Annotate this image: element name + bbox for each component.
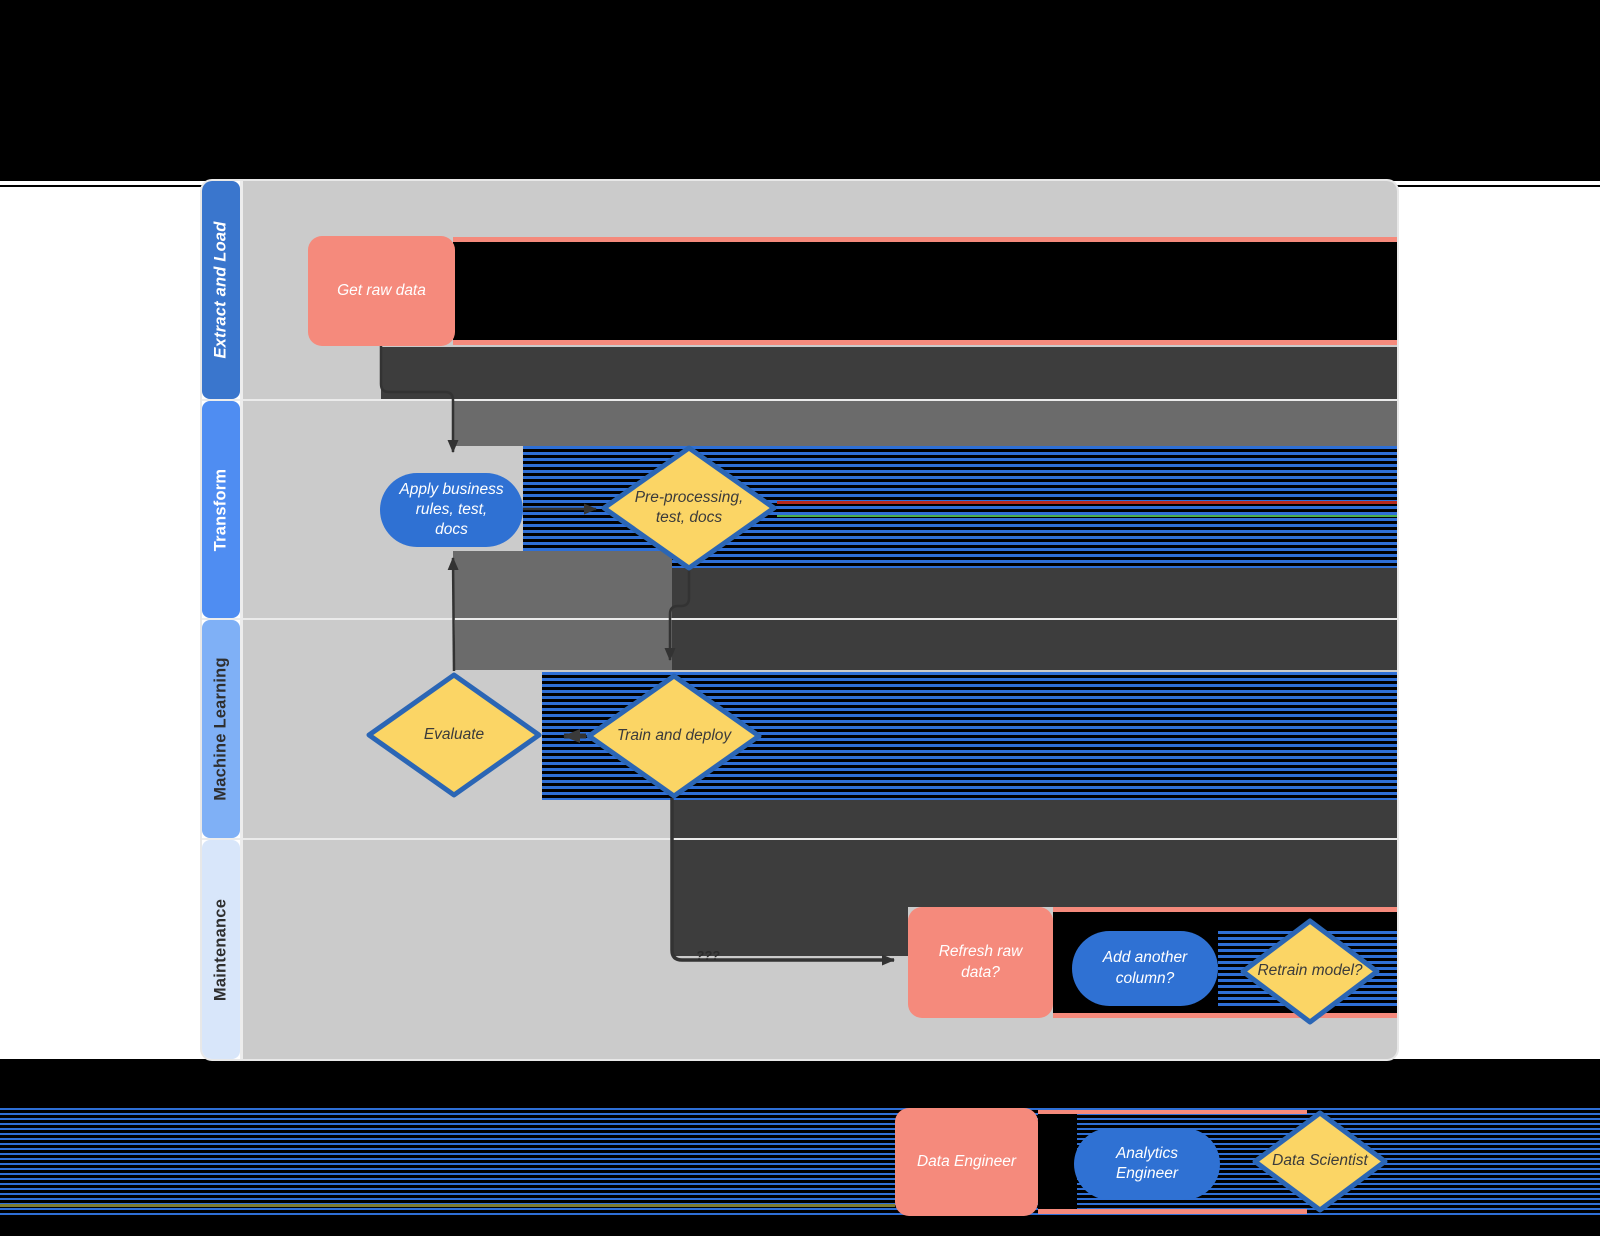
diamond-shape	[1240, 918, 1380, 1025]
lane-header-maintenance[interactable]: Maintenance	[202, 840, 240, 1059]
top-black-matte	[0, 0, 1600, 181]
node-label: Train and deploy	[616, 726, 732, 744]
legend-data-scientist[interactable]: Data Scientist	[1252, 1110, 1388, 1213]
glitch-band	[777, 501, 1397, 504]
glitch-band	[672, 840, 1397, 907]
legend-analytics-engineer[interactable]: Analytics Engineer	[1074, 1128, 1220, 1200]
glitch-band	[455, 620, 672, 670]
glitch-legend-pink-top	[1038, 1110, 1307, 1114]
diamond-shape	[601, 445, 777, 571]
node-label: Evaluate	[423, 725, 485, 743]
node-label: Pre-processing, test, docs	[634, 488, 744, 526]
glitch-band	[453, 340, 1397, 345]
diamond-shape	[1252, 1110, 1388, 1213]
node-evaluate[interactable]: Evaluate	[366, 672, 542, 798]
node-label: Add another column?	[1102, 949, 1188, 987]
node-label: Data Scientist	[1272, 1152, 1368, 1170]
glitch-band	[672, 568, 1397, 618]
glitch-legend-channel	[1038, 1114, 1077, 1209]
lane-boundary	[202, 838, 1397, 840]
edge-raw-to-apply[interactable]	[379, 346, 459, 453]
glitch-band	[453, 551, 672, 618]
node-label: Get raw data	[337, 281, 426, 299]
node-apply-business-rules[interactable]: Apply business rules, test, docs	[380, 473, 523, 547]
glitch-band	[1053, 1013, 1397, 1018]
node-get-raw-data[interactable]: Get raw data	[308, 236, 455, 346]
lane-header-divider	[240, 181, 243, 1059]
edge-question-label: ???	[696, 948, 720, 963]
glitch-band	[672, 800, 1397, 838]
node-label: Retrain model?	[1257, 962, 1363, 980]
glitch-band	[672, 907, 908, 956]
node-retrain-model[interactable]: Retrain model?	[1240, 918, 1380, 1025]
glitch-band	[672, 620, 1397, 670]
diamond-shape	[366, 672, 542, 798]
node-label: Analytics Engineer	[1115, 1144, 1179, 1182]
glitch-olive-line	[0, 1204, 895, 1207]
node-add-another-column[interactable]: Add another column?	[1072, 931, 1218, 1006]
glitch-band	[381, 347, 1397, 399]
glitch-band	[1053, 907, 1397, 912]
glitch-band	[453, 237, 1397, 242]
edge-preproc-to-train[interactable]	[664, 570, 691, 661]
node-label: Apply business rules, test, docs	[399, 480, 504, 539]
node-train-and-deploy[interactable]: Train and deploy	[586, 673, 762, 799]
node-refresh-raw-data[interactable]: Refresh raw data?	[908, 907, 1053, 1018]
edge-train-to-refresh[interactable]	[670, 798, 895, 966]
lane-header-machine-learning[interactable]: Machine Learning	[202, 620, 240, 838]
lane-boundary	[202, 618, 1397, 620]
glitch-band	[453, 401, 1397, 446]
node-label: Data Engineer	[916, 1152, 1017, 1170]
glitch-band	[453, 237, 1397, 345]
glitch-legend-pink-bottom	[1038, 1209, 1307, 1214]
glitch-band	[777, 515, 1397, 517]
legend-data-engineer[interactable]: Data Engineer	[895, 1108, 1038, 1216]
lane-boundary	[202, 399, 1397, 401]
lane-header-transform[interactable]: Transform	[202, 401, 240, 618]
node-label: Refresh raw data?	[938, 943, 1023, 981]
edge-evaluate-to-apply[interactable]	[447, 557, 459, 672]
diamond-shape	[586, 673, 762, 799]
node-pre-processing[interactable]: Pre-processing, test, docs	[601, 445, 777, 571]
lane-header-extract-and-load[interactable]: Extract and Load	[202, 181, 240, 399]
